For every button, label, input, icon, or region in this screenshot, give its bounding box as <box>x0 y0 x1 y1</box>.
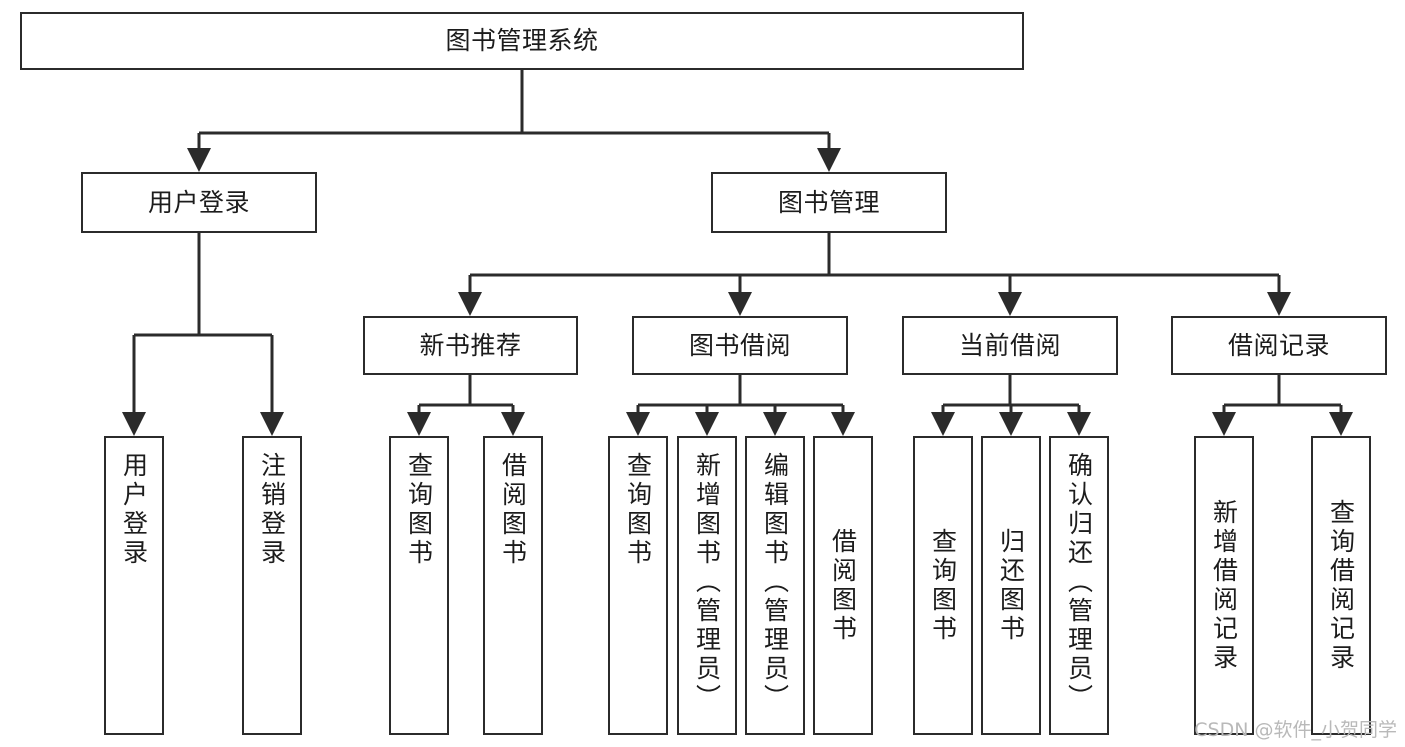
csdn-watermark: CSDN @软件_小贺同学 <box>1194 719 1397 741</box>
leaf-add-book-admin-label: 新增图书（管理员） <box>692 452 722 713</box>
leaf-borrow-books-borrowing[interactable]: 借阅图书 <box>813 436 873 735</box>
node-book-management[interactable]: 图书管理 <box>711 172 947 233</box>
node-user-login-label: 用户登录 <box>147 187 250 217</box>
leaf-borrow-books-borrowing-label: 借阅图书 <box>828 527 858 644</box>
node-root-label: 图书管理系统 <box>445 26 599 56</box>
leaf-return-books-label: 归还图书 <box>996 527 1026 644</box>
leaf-query-borrow-record-label: 查询借阅记录 <box>1326 498 1356 673</box>
node-borrow-records[interactable]: 借阅记录 <box>1171 316 1387 375</box>
leaf-query-books-borrowing-label: 查询图书 <box>623 452 653 568</box>
leaf-query-books-current[interactable]: 查询图书 <box>913 436 973 735</box>
leaf-user-login-label: 用户登录 <box>119 452 149 568</box>
leaf-return-books[interactable]: 归还图书 <box>981 436 1041 735</box>
leaf-borrow-books-newbooks-label: 借阅图书 <box>498 452 528 568</box>
node-root[interactable]: 图书管理系统 <box>20 12 1024 70</box>
leaf-edit-book-admin-label: 编辑图书（管理员） <box>760 452 790 713</box>
node-user-login[interactable]: 用户登录 <box>81 172 317 233</box>
leaf-query-books-newbooks-label: 查询图书 <box>404 452 434 568</box>
leaf-confirm-return-admin[interactable]: 确认归还（管理员） <box>1049 436 1109 735</box>
node-current-borrowing[interactable]: 当前借阅 <box>902 316 1118 375</box>
leaf-logout-label: 注销登录 <box>257 452 287 568</box>
node-current-borrowing-label: 当前借阅 <box>958 330 1061 360</box>
node-borrow-records-label: 借阅记录 <box>1227 330 1330 360</box>
leaf-query-books-newbooks[interactable]: 查询图书 <box>389 436 449 735</box>
leaf-add-book-admin[interactable]: 新增图书（管理员） <box>677 436 737 735</box>
node-book-borrowing[interactable]: 图书借阅 <box>632 316 848 375</box>
leaf-edit-book-admin[interactable]: 编辑图书（管理员） <box>745 436 805 735</box>
leaf-confirm-return-admin-label: 确认归还（管理员） <box>1064 452 1094 713</box>
node-new-book-recommendation-label: 新书推荐 <box>419 330 522 360</box>
leaf-user-login[interactable]: 用户登录 <box>104 436 164 735</box>
node-book-borrowing-label: 图书借阅 <box>688 330 791 360</box>
leaf-borrow-books-newbooks[interactable]: 借阅图书 <box>483 436 543 735</box>
leaf-add-borrow-record[interactable]: 新增借阅记录 <box>1194 436 1254 735</box>
leaf-add-borrow-record-label: 新增借阅记录 <box>1209 498 1239 673</box>
leaf-logout[interactable]: 注销登录 <box>242 436 302 735</box>
leaf-query-books-borrowing[interactable]: 查询图书 <box>608 436 668 735</box>
leaf-query-borrow-record[interactable]: 查询借阅记录 <box>1311 436 1371 735</box>
node-book-management-label: 图书管理 <box>777 187 880 217</box>
leaf-query-books-current-label: 查询图书 <box>928 527 958 644</box>
node-new-book-recommendation[interactable]: 新书推荐 <box>363 316 578 375</box>
